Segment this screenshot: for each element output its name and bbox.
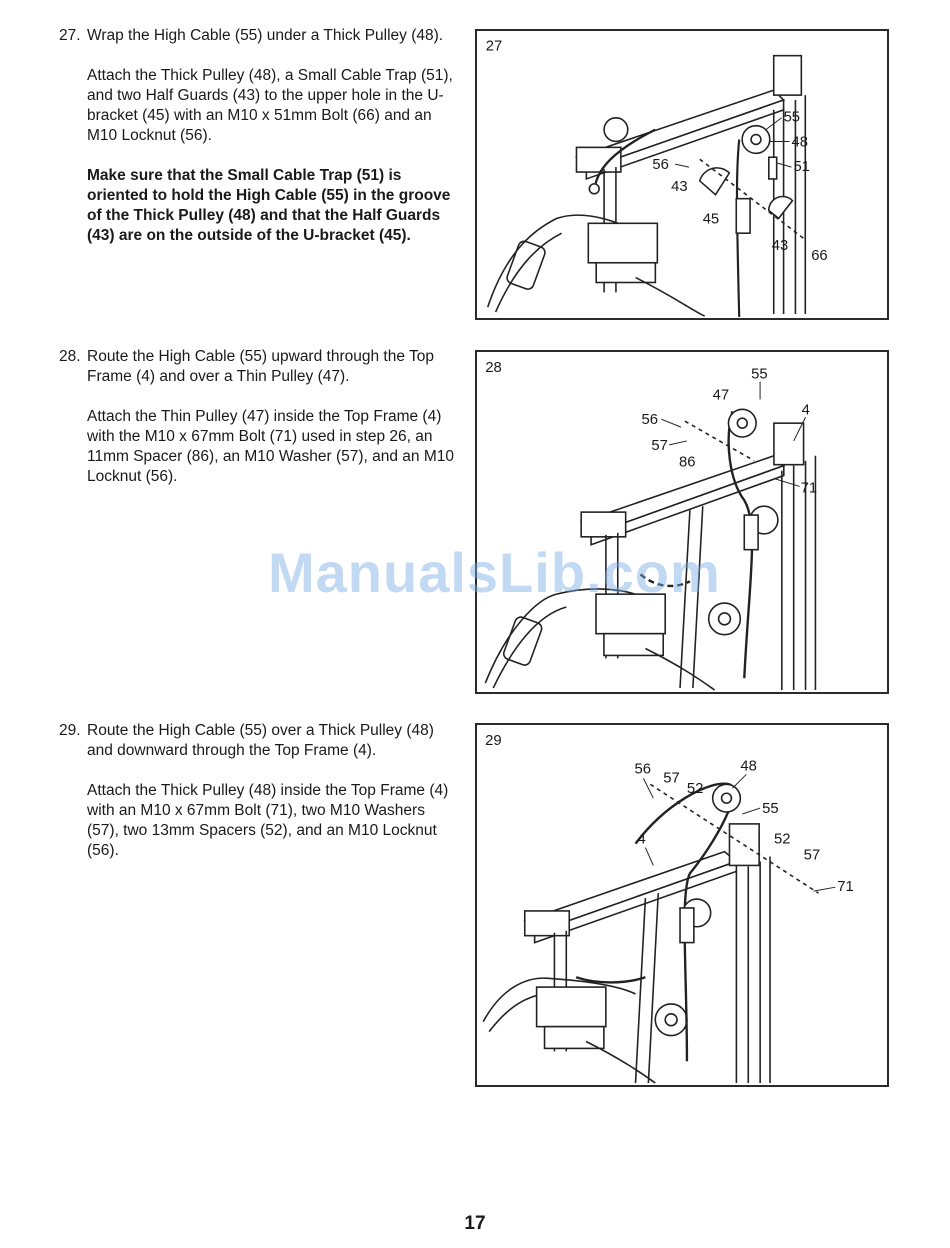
callout-label: 56 bbox=[635, 761, 652, 777]
callout-label: 43 bbox=[671, 179, 687, 195]
callout-label: 66 bbox=[811, 248, 827, 264]
step-number: 27. bbox=[59, 27, 81, 44]
step-lead: Route the High Cable (55) upward through… bbox=[87, 348, 434, 385]
step-27: 27. Wrap the High Cable (55) under a Thi… bbox=[59, 26, 454, 266]
step-29: 29. Route the High Cable (55) over a Thi… bbox=[59, 721, 454, 881]
callout-label: 55 bbox=[762, 801, 778, 817]
figure-number: 27 bbox=[486, 39, 502, 55]
callout-label: 55 bbox=[784, 110, 800, 126]
callout-label: 57 bbox=[804, 848, 821, 864]
callout-label: 57 bbox=[663, 770, 680, 786]
callout-label: 55 bbox=[751, 367, 767, 383]
step-paragraph: Attach the Thin Pulley (47) inside the T… bbox=[87, 408, 454, 485]
step-28: 28. Route the High Cable (55) upward thr… bbox=[59, 347, 454, 507]
callout-label: 48 bbox=[791, 134, 807, 150]
figure-number: 28 bbox=[485, 360, 501, 376]
callout-label: 57 bbox=[651, 438, 667, 454]
callout-label: 71 bbox=[837, 879, 854, 895]
page-number: 17 bbox=[464, 1213, 486, 1234]
callout-label: 52 bbox=[687, 781, 704, 797]
callout-label: 43 bbox=[772, 238, 788, 254]
callout-label: 86 bbox=[679, 455, 695, 471]
figure-number: 29 bbox=[485, 733, 502, 749]
callout-label: 56 bbox=[652, 157, 668, 173]
assembly-illustration: 27 55 48 51 56 43 45 43 66 bbox=[486, 39, 828, 318]
callout-label: 47 bbox=[713, 387, 729, 403]
figure-29: 29 48 56 57 52 55 4 52 57 71 bbox=[475, 723, 889, 1087]
callout-label: 71 bbox=[801, 480, 817, 496]
figure-27: 27 55 48 51 56 43 45 43 66 bbox=[475, 29, 889, 320]
step-number: 29. bbox=[59, 722, 81, 739]
callout-label: 45 bbox=[703, 211, 719, 227]
step-warning: Make sure that the Small Cable Trap (51)… bbox=[87, 167, 451, 244]
step-number: 28. bbox=[59, 348, 81, 365]
callout-label: 48 bbox=[740, 758, 757, 774]
step-paragraph: Attach the Thick Pulley (48), a Small Ca… bbox=[87, 67, 453, 144]
callout-label: 4 bbox=[802, 402, 810, 418]
callout-label: 4 bbox=[637, 832, 645, 848]
step-lead: Wrap the High Cable (55) under a Thick P… bbox=[87, 27, 444, 44]
callout-label: 51 bbox=[793, 159, 809, 175]
assembly-illustration: 28 55 47 4 56 57 86 71 bbox=[484, 360, 817, 691]
assembly-illustration: 29 48 56 57 52 55 4 52 57 71 bbox=[482, 733, 854, 1084]
callout-label: 56 bbox=[641, 412, 657, 428]
watermark: ManualsLib.com bbox=[268, 541, 721, 604]
callout-label: 52 bbox=[774, 832, 791, 848]
step-paragraph: Attach the Thick Pulley (48) inside the … bbox=[87, 782, 449, 859]
figure-28: 28 55 47 4 56 57 86 71 bbox=[475, 350, 889, 694]
step-lead: Route the High Cable (55) over a Thick P… bbox=[87, 722, 434, 759]
